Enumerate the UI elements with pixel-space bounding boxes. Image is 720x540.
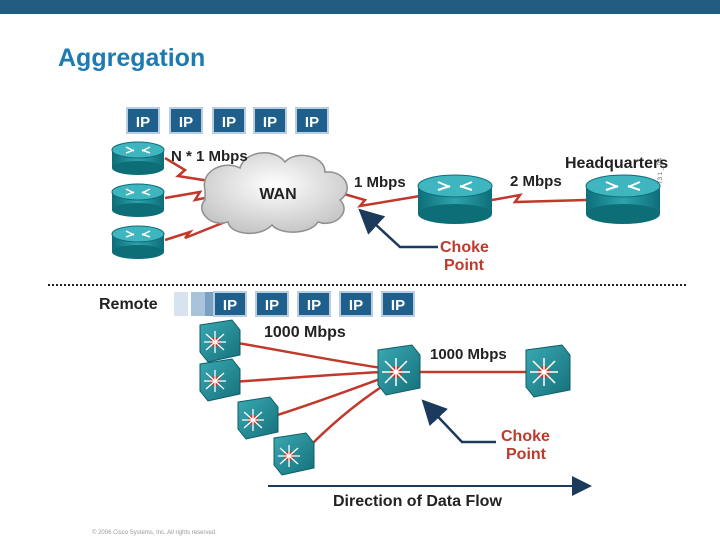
ip-label: IP bbox=[307, 297, 321, 314]
ip-packet-faded bbox=[191, 292, 205, 316]
ip-packet: IP bbox=[255, 291, 289, 317]
ip-packet: IP bbox=[212, 107, 246, 134]
access-switch bbox=[273, 432, 315, 476]
ip-packet: IP bbox=[169, 107, 203, 134]
ip-packet: IP bbox=[295, 107, 329, 134]
link-2mbps-label: 2 Mbps bbox=[510, 173, 562, 190]
headquarters-router bbox=[585, 174, 661, 224]
access-switch bbox=[199, 358, 241, 402]
gigabit-link bbox=[231, 340, 383, 370]
ip-packet: IP bbox=[339, 291, 373, 317]
ip-packet: IP bbox=[213, 291, 247, 317]
ip-label: IP bbox=[222, 114, 236, 131]
access-switch bbox=[237, 396, 279, 440]
ip-label: IP bbox=[136, 114, 150, 131]
gigabit-link bbox=[231, 370, 383, 384]
figure-code: T3 1 _ P4 bbox=[658, 157, 664, 184]
choke-label-bottom-2: Point bbox=[506, 446, 547, 463]
ip-label: IP bbox=[305, 114, 319, 131]
wan-label: WAN bbox=[259, 186, 296, 203]
ip-packets-top: IP IP IP IP IP bbox=[126, 107, 329, 134]
choke-label-top-1: Choke bbox=[440, 239, 489, 256]
core-switch bbox=[525, 344, 571, 398]
ip-label: IP bbox=[349, 297, 363, 314]
hq-link bbox=[491, 193, 587, 204]
top-bar bbox=[0, 0, 720, 14]
access-switch bbox=[199, 319, 241, 363]
ip-packet: IP bbox=[253, 107, 287, 134]
remote-router bbox=[111, 225, 165, 259]
choke-label-bottom-1: Choke bbox=[501, 428, 550, 445]
remote-label: Remote bbox=[99, 296, 158, 313]
headquarters-label: Headquarters bbox=[565, 155, 668, 172]
link-1mbps-label: 1 Mbps bbox=[354, 174, 406, 191]
ip-packet-faded bbox=[205, 292, 213, 316]
ip-packet: IP bbox=[297, 291, 331, 317]
direction-label: Direction of Data Flow bbox=[333, 493, 502, 510]
choke-arrow-top bbox=[358, 208, 438, 249]
remote-router bbox=[111, 183, 165, 217]
aggregation-router bbox=[417, 174, 493, 224]
aggregation-switch bbox=[377, 344, 421, 396]
ip-packet: IP bbox=[381, 291, 415, 317]
ip-packets-bottom: IP IP IP IP IP bbox=[213, 291, 415, 317]
serial-link bbox=[329, 188, 421, 208]
link-1000-label-b: 1000 Mbps bbox=[430, 346, 507, 363]
link-1000-label-a: 1000 Mbps bbox=[264, 324, 346, 341]
n-mbps-label: N * 1 Mbps bbox=[171, 148, 248, 165]
ip-label: IP bbox=[391, 297, 405, 314]
wan-cloud: WAN bbox=[201, 152, 348, 234]
choke-label-top-2: Point bbox=[444, 257, 485, 274]
ip-label: IP bbox=[265, 297, 279, 314]
choke-arrow-bottom bbox=[421, 399, 496, 444]
ip-label: IP bbox=[223, 297, 237, 314]
gigabit-link bbox=[267, 374, 389, 420]
remote-router bbox=[111, 141, 165, 175]
slide-title: Aggregation bbox=[58, 44, 206, 72]
ip-label: IP bbox=[263, 114, 277, 131]
copyright-footer: © 2006 Cisco Systems, Inc. All rights re… bbox=[92, 530, 217, 536]
ip-label: IP bbox=[179, 114, 193, 131]
ip-packet-faded bbox=[174, 292, 188, 316]
serial-link bbox=[164, 210, 251, 242]
ip-packet: IP bbox=[126, 107, 160, 134]
